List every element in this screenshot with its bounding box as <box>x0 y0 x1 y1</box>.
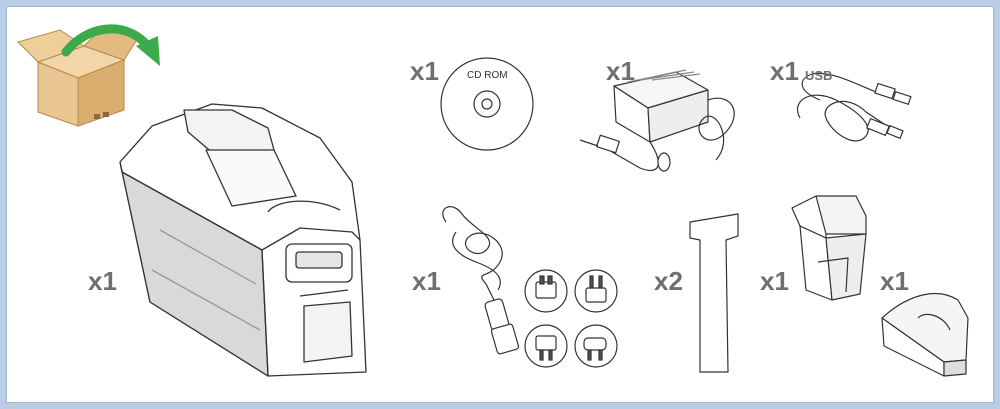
plug-adapters-icon <box>524 269 618 368</box>
cdrom-quantity: x1 <box>410 56 439 86</box>
power-adapter-icon <box>579 69 735 172</box>
cd-rom-icon <box>440 57 534 151</box>
usb-cable-quantity: x1 <box>770 56 799 86</box>
cleaning-card-icon <box>689 213 739 373</box>
card-stacker-icon <box>881 292 969 377</box>
card-stacker-quantity: x1 <box>880 266 909 296</box>
power-adapter-quantity: x1 <box>606 56 635 86</box>
cleaning-cards-quantity: x2 <box>654 266 683 296</box>
printer-icon <box>119 103 367 377</box>
card-hopper-icon <box>791 195 867 301</box>
power-cord-icon <box>442 206 520 355</box>
usb-label: USB <box>805 68 833 83</box>
cdrom-label: CD ROM <box>467 70 508 81</box>
printer-quantity: x1 <box>88 266 117 296</box>
card-hopper-quantity: x1 <box>760 266 789 296</box>
usb-cable-icon <box>797 72 912 142</box>
power-cord-quantity: x1 <box>412 266 441 296</box>
unpack-box-icon <box>17 24 160 127</box>
